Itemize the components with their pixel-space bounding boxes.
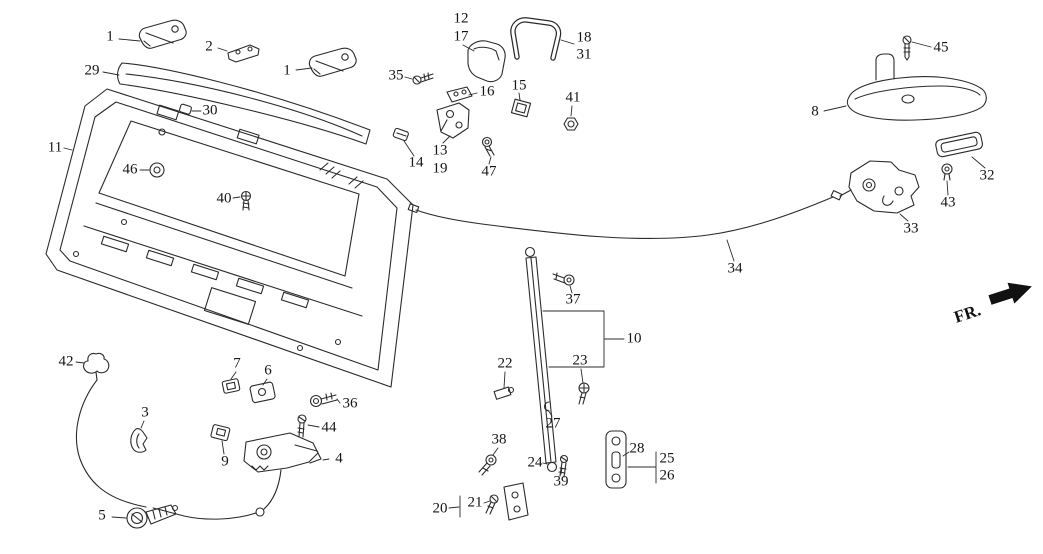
screw-21 [485,494,499,515]
part-label-6: 6 [264,362,272,379]
clip-7 [221,378,241,394]
lock-cables [75,379,257,520]
hinge-bracket-13-19 [436,102,470,139]
clip-42 [83,352,110,381]
part-label-35: 35 [388,67,404,84]
bolt-23 [578,382,590,405]
part-label-16: 16 [479,83,495,100]
grommet-9 [210,424,231,442]
part-label-26: 26 [659,467,675,484]
part-label-45: 45 [933,39,949,56]
cover-12-17 [467,40,506,83]
part-label-11: 11 [47,139,63,156]
tailgate-handle-8 [846,53,987,121]
part-label-17: 17 [453,28,469,45]
release-cable-34 [407,196,834,240]
striker-28 [605,430,627,489]
part-label-40: 40 [216,190,232,207]
part-label-42: 42 [58,353,74,370]
part-label-38: 38 [491,431,507,448]
part-label-43: 43 [940,194,956,211]
lock-assembly-4 [243,432,322,517]
plate-16 [446,86,473,103]
part-label-7: 7 [233,355,241,372]
nut-41 [563,117,579,131]
bolt-43 [941,163,953,181]
bolt-47 [481,136,495,157]
part-label-2: 2 [205,38,213,55]
screw-39 [558,454,569,478]
clip-27 [543,401,550,412]
tailgate-frame [45,88,414,388]
corner-bracket-20 [503,482,529,521]
part-label-29: 29 [84,62,100,79]
part-label-44: 44 [321,419,337,436]
leader-lines [63,38,986,519]
part-label-32: 32 [979,167,995,184]
part-label-30: 30 [202,102,218,119]
part-label-27: 27 [545,415,561,432]
screw-35 [412,72,434,85]
part-label-18: 18 [576,29,592,46]
part-label-46: 46 [122,161,138,178]
part-label-9: 9 [221,453,229,470]
grommet-46 [149,162,165,178]
part-label-19: 19 [432,160,448,177]
part-label-5: 5 [98,507,106,524]
bracket-6 [249,381,276,404]
part-label-34: 34 [727,260,743,277]
part-label-20: 20 [432,500,448,517]
latch-33 [830,160,920,214]
screw-45 [902,35,912,61]
bolt-37 [552,272,575,286]
gas-strut-10 [524,246,558,473]
part-label-25: 25 [659,450,675,467]
clip-3 [130,428,148,453]
part-label-23: 23 [572,352,588,369]
part-label-24: 24 [527,454,543,471]
part-label-1: 1 [283,62,291,79]
bolt-40 [240,190,252,211]
key-cylinder-5 [126,504,179,529]
part-label-28: 28 [629,440,645,457]
part-label-4: 4 [335,450,343,467]
pad-15 [510,98,532,118]
hinge-left [138,19,187,49]
bolt-38 [478,454,497,476]
part-label-21: 21 [467,494,483,511]
part-label-31: 31 [576,46,592,63]
part-label-39: 39 [553,473,569,490]
switch-36 [309,392,338,408]
part-label-33: 33 [903,220,919,237]
part-label-41: 41 [565,89,581,106]
part-label-8: 8 [811,103,819,120]
screw-44 [297,414,307,438]
part-label-10: 10 [626,330,642,347]
part-label-15: 15 [511,77,527,94]
fitting-22 [493,386,515,400]
part-label-14: 14 [408,154,424,171]
clip-30 [178,103,192,116]
plate-32 [935,131,983,158]
part-label-13: 13 [432,142,448,159]
part-label-36: 36 [342,395,358,412]
part-label-1: 1 [106,28,114,45]
part-label-22: 22 [497,355,513,372]
fr-direction-arrow [988,282,1032,305]
hinge-bracket-2 [227,44,260,63]
clip-14 [392,127,409,142]
part-label-12: 12 [453,10,469,27]
part-label-3: 3 [141,404,149,421]
rod-18-31 [510,17,562,61]
part-label-47: 47 [481,163,497,180]
spoiler-garnish [117,62,371,145]
part-label-37: 37 [565,291,581,308]
